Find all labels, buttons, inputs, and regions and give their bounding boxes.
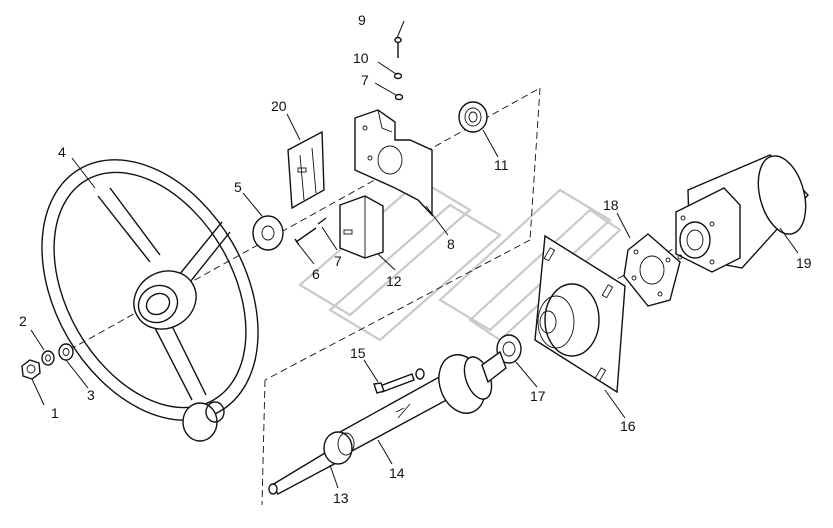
callout-9: 9	[358, 12, 366, 28]
callout-13: 13	[333, 490, 349, 506]
callout-17: 17	[530, 388, 546, 404]
callout-16: 16	[620, 418, 636, 434]
callout-8: 8	[447, 236, 455, 252]
callout-1: 1	[51, 405, 59, 421]
callout-11: 11	[494, 157, 509, 173]
callout-19: 19	[796, 255, 812, 271]
adapter-flange	[623, 233, 681, 307]
callout-3: 3	[87, 387, 95, 403]
mounting-bracket	[354, 109, 433, 217]
leader-lines	[30, 20, 799, 489]
callout-5: 5	[234, 179, 242, 195]
callout-2: 2	[19, 313, 27, 329]
top-nut	[394, 93, 404, 101]
flat-washer	[58, 343, 74, 361]
callout-12: 12	[386, 273, 402, 289]
upper-bearing	[458, 101, 488, 133]
lower-screw	[317, 217, 327, 225]
hand-wheel	[41, 159, 259, 442]
nut	[21, 359, 41, 380]
top-screw	[394, 36, 402, 58]
callout-7-upper: 7	[361, 72, 369, 88]
callout-14: 14	[389, 465, 405, 481]
lower-shaft	[268, 431, 355, 495]
spacer-disc	[252, 215, 284, 251]
callout-10: 10	[353, 50, 369, 66]
lock-washer	[41, 350, 55, 366]
callout-15: 15	[350, 345, 366, 361]
hex-bolt	[373, 368, 425, 394]
bracket-plate	[287, 130, 325, 210]
callout-18: 18	[603, 197, 619, 213]
callout-4: 4	[58, 144, 66, 160]
motor-mount-plate	[534, 234, 626, 394]
top-washer	[393, 72, 403, 80]
electric-motor	[675, 154, 809, 273]
callout-6: 6	[312, 266, 320, 282]
callout-7-lower: 7	[334, 253, 342, 269]
callout-labels: 1 2 3 4 5 6 7 7 8 9 10 11 12 13 14 15 16…	[19, 12, 812, 506]
steering-column	[339, 350, 507, 453]
angle-bracket	[339, 195, 384, 259]
small-screw	[294, 227, 317, 246]
lower-bearing	[496, 334, 522, 364]
callout-20: 20	[271, 98, 287, 114]
